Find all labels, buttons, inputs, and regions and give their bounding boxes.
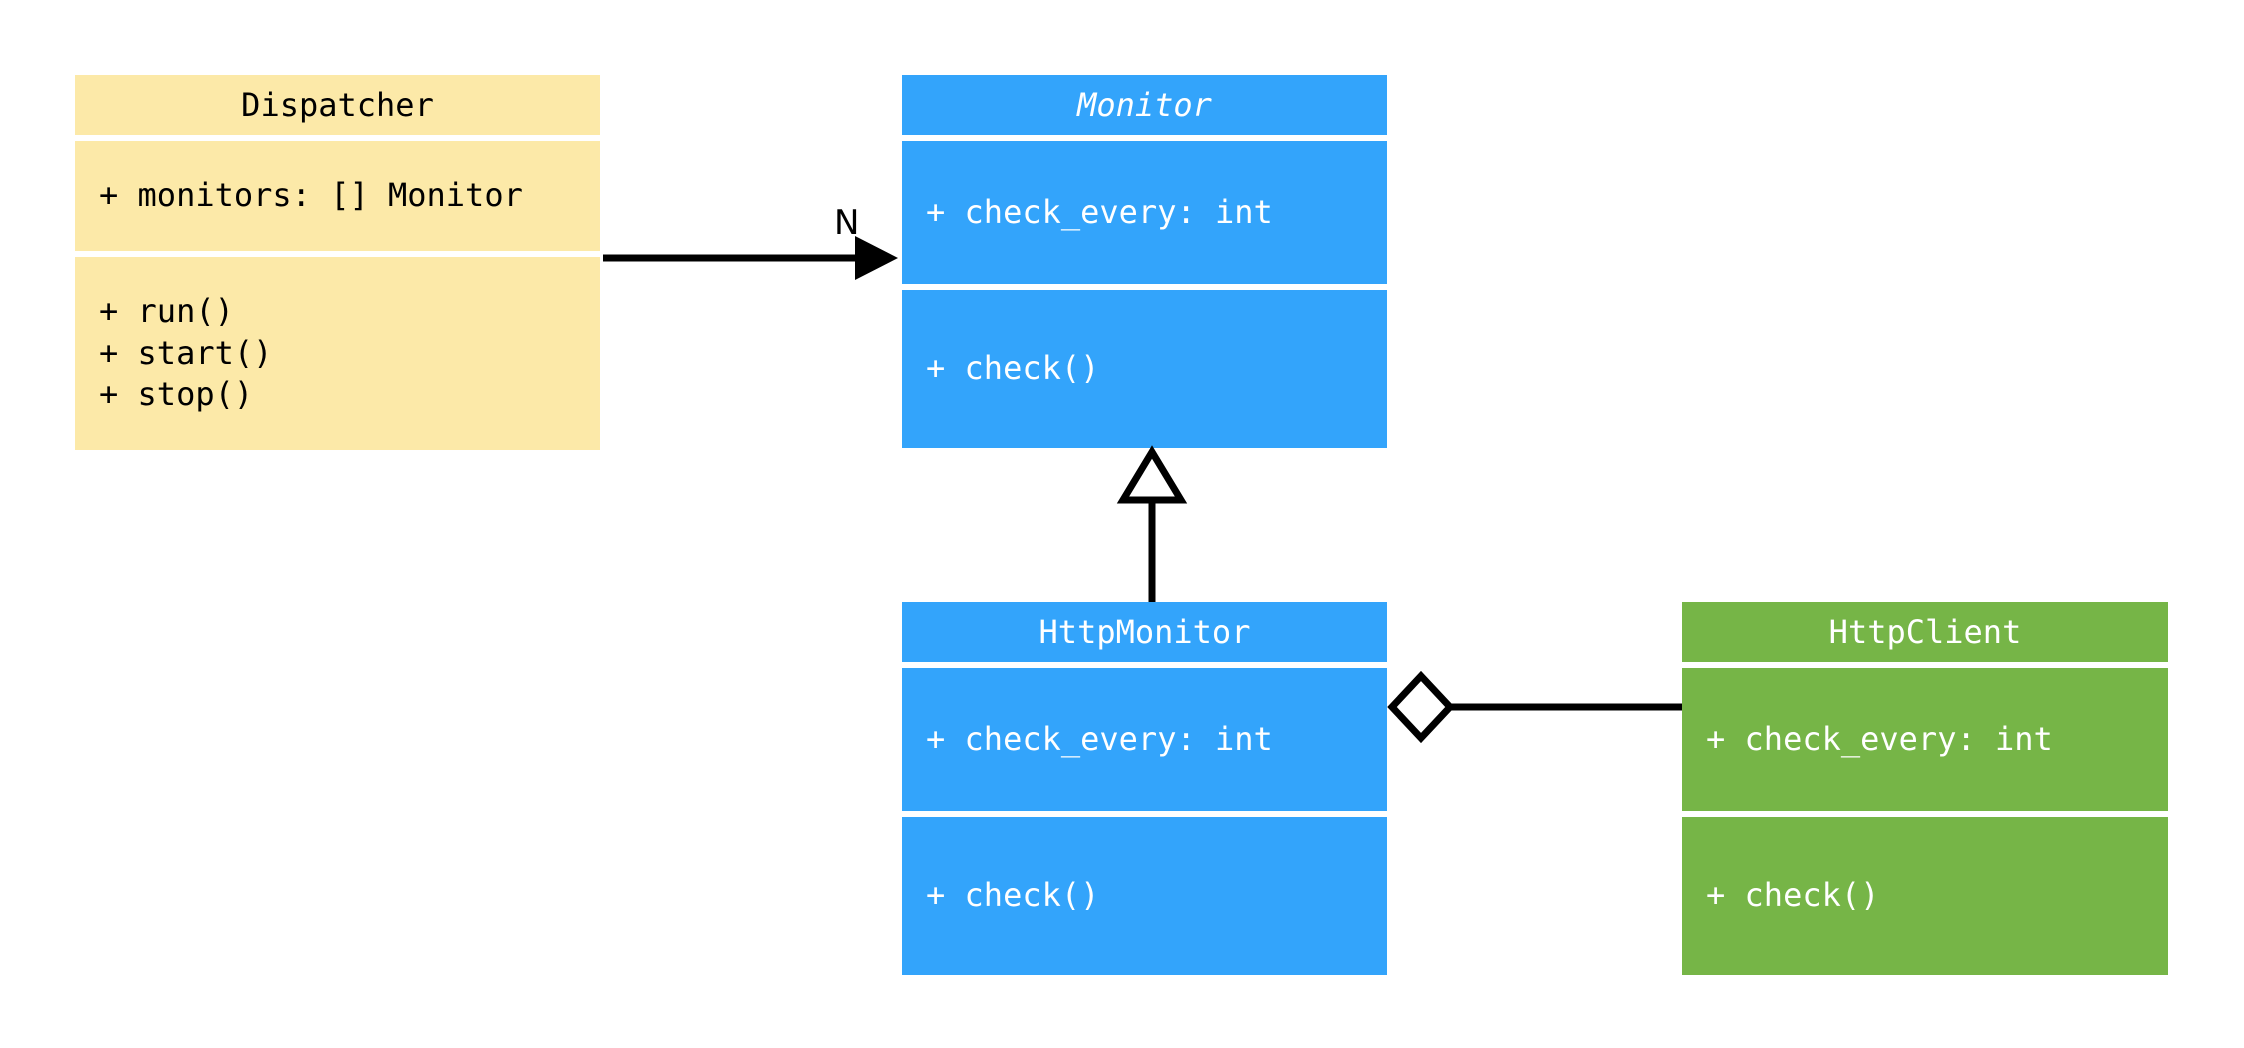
- method-item: + check(): [926, 349, 1100, 388]
- method-item: + check(): [926, 876, 1100, 915]
- class-title-httpclient: HttpClient: [1682, 602, 2168, 662]
- class-methods-monitor: + check(): [902, 290, 1387, 448]
- class-box-dispatcher[interactable]: Dispatcher + monitors: [] Monitor + run(…: [75, 75, 600, 450]
- class-title-monitor: Monitor: [902, 75, 1387, 135]
- compartment-divider: [902, 135, 1387, 141]
- attribute-item: + monitors: [] Monitor: [99, 176, 523, 215]
- method-item: + run(): [99, 292, 234, 331]
- class-title-httpmonitor: HttpMonitor: [902, 602, 1387, 662]
- hollow-triangle-arrowhead-icon: [1116, 445, 1188, 504]
- compartment-divider: [1682, 662, 2168, 668]
- class-attributes-monitor: + check_every: int: [902, 141, 1387, 284]
- class-box-httpmonitor[interactable]: HttpMonitor + check_every: int + check(): [902, 602, 1387, 975]
- attribute-item: + check_every: int: [926, 719, 1273, 758]
- compartment-divider: [75, 135, 600, 141]
- class-title-dispatcher: Dispatcher: [75, 75, 600, 135]
- class-methods-httpmonitor: + check(): [902, 817, 1387, 975]
- hollow-diamond-icon: [1387, 670, 1455, 744]
- method-item: + stop(): [99, 375, 254, 414]
- attribute-item: + check_every: int: [1706, 719, 2053, 758]
- relationship-httpmonitor-monitor: [1116, 445, 1188, 602]
- class-box-monitor[interactable]: Monitor + check_every: int + check(): [902, 75, 1387, 448]
- class-methods-httpclient: + check(): [1682, 817, 2168, 975]
- filled-arrowhead-icon: [855, 236, 898, 280]
- class-attributes-httpclient: + check_every: int: [1682, 668, 2168, 811]
- class-methods-dispatcher: + run() + start() + stop(): [75, 257, 600, 450]
- compartment-divider: [75, 251, 600, 257]
- compartment-divider: [902, 284, 1387, 290]
- relationship-httpmonitor-httpclient: [1387, 670, 1682, 744]
- class-attributes-dispatcher: + monitors: [] Monitor: [75, 141, 600, 251]
- attribute-item: + check_every: int: [926, 192, 1273, 231]
- method-item: + start(): [99, 333, 273, 372]
- edge-label-multiplicity-n: N: [834, 203, 860, 243]
- class-attributes-httpmonitor: + check_every: int: [902, 668, 1387, 811]
- compartment-divider: [902, 662, 1387, 668]
- compartment-divider: [902, 811, 1387, 817]
- compartment-divider: [1682, 811, 2168, 817]
- method-item: + check(): [1706, 876, 1880, 915]
- class-box-httpclient[interactable]: HttpClient + check_every: int + check(): [1682, 602, 2168, 975]
